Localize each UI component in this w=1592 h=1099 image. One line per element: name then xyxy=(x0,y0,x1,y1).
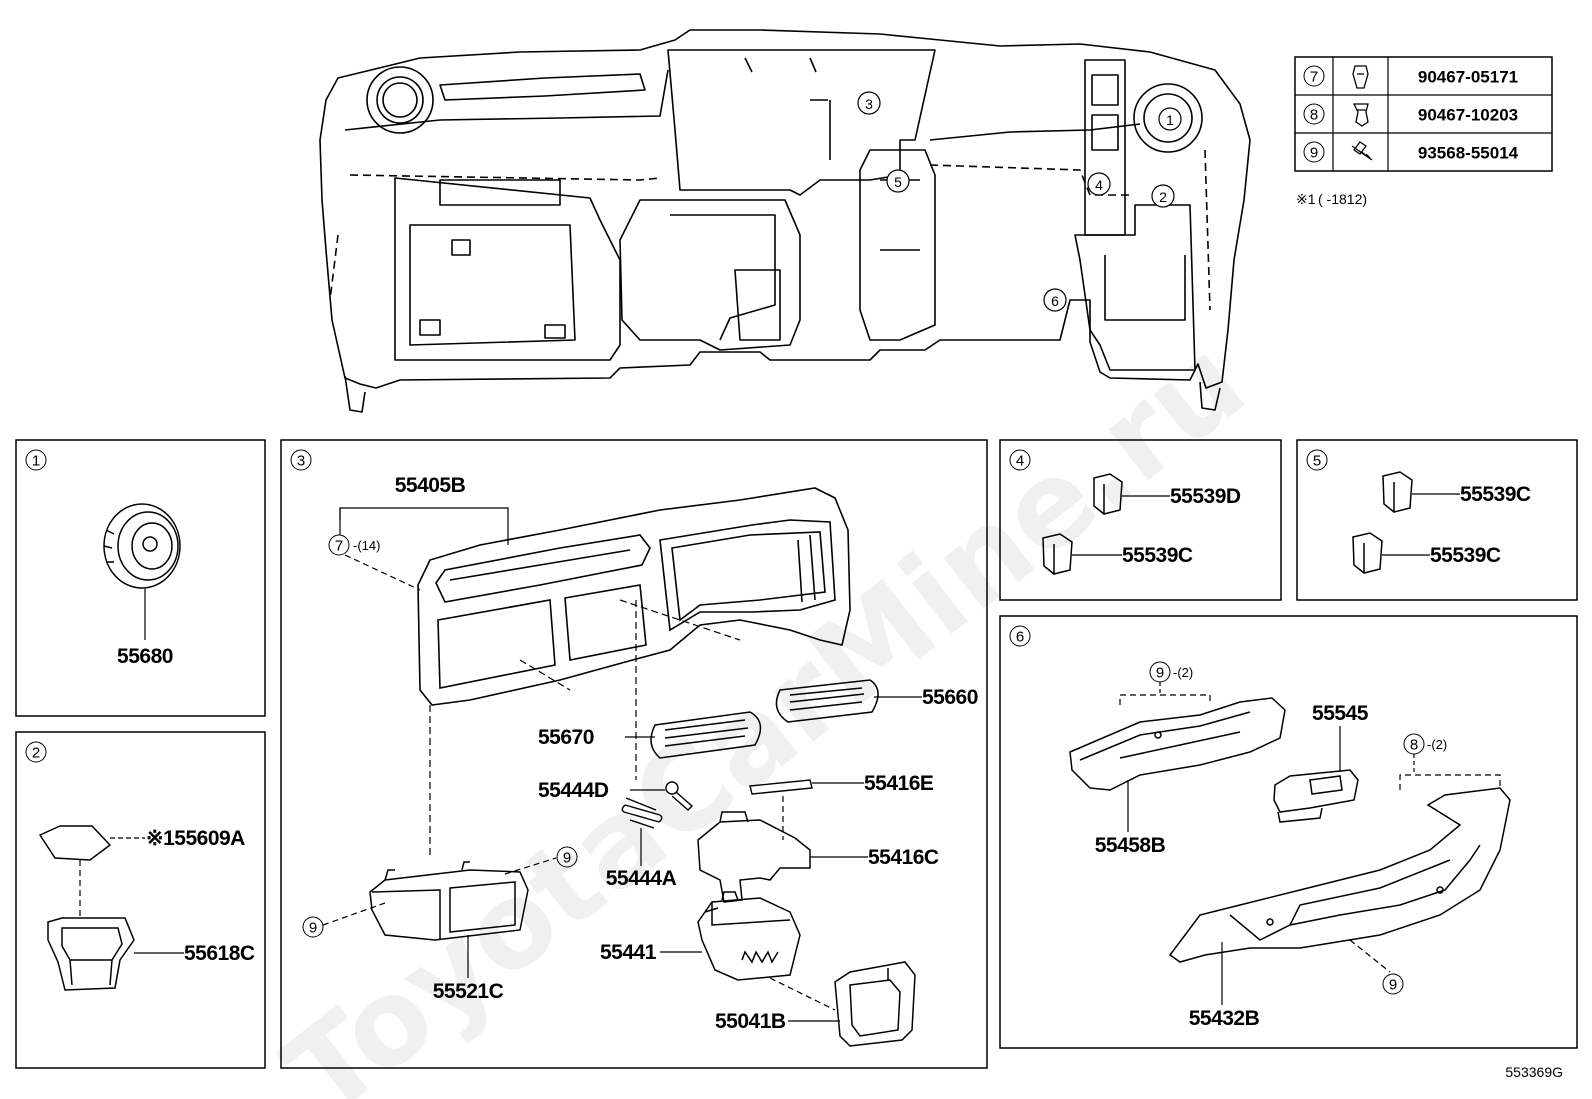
panel-4-ref: 4 xyxy=(1016,453,1024,470)
overview-callout-3: 3 xyxy=(865,96,873,112)
clip-icon xyxy=(1352,103,1369,127)
panel-6: 6 9 -(2) 55458B 55545 8 -(2) xyxy=(999,615,1578,1049)
watermark: ToyotaCarMine.ru xyxy=(260,312,1270,1099)
part-55444A: 55444A xyxy=(606,867,677,890)
fastener-ref-8: 8 xyxy=(1310,107,1318,124)
panel-5: 5 55539C 55539C xyxy=(1296,439,1578,601)
cap-55539D xyxy=(1093,473,1123,515)
pocket-part xyxy=(47,917,135,991)
clip-icon xyxy=(1352,65,1369,89)
part-55545: 55545 xyxy=(1312,702,1369,725)
panel-6-clip-ref: 8 xyxy=(1410,737,1418,754)
instrument-panel-overview xyxy=(319,29,1251,413)
center-cluster-panel xyxy=(417,487,851,706)
part-55618C: 55618C xyxy=(184,942,255,965)
panel-3-clip-qty: -(14) xyxy=(353,538,380,553)
switch-55041B xyxy=(834,961,916,1047)
panel-6-ref: 6 xyxy=(1016,629,1024,646)
diagram-code: 553369G xyxy=(1505,1064,1563,1080)
footnote-mark: ※1 xyxy=(1296,191,1316,207)
panel-6-screw-ref: 9 xyxy=(1156,665,1164,682)
panel-3-screw-ref-a: 9 xyxy=(563,850,571,867)
fastener-ref-9: 9 xyxy=(1310,145,1318,162)
strip-55416E xyxy=(749,779,813,795)
footnote-text: ( -1812) xyxy=(1318,191,1367,207)
panel-1: 1 55680 xyxy=(15,439,266,717)
lock-55545 xyxy=(1273,769,1359,823)
part-55539C-c: 55539C xyxy=(1430,544,1501,567)
bracket-55416C xyxy=(697,811,811,903)
part-55521C: 55521C xyxy=(433,980,504,1003)
panel-2: 2 ※155609A 55618C xyxy=(15,731,266,1069)
panel-2-ref: 2 xyxy=(32,745,40,762)
screw-icon xyxy=(1351,141,1373,161)
cover-part xyxy=(38,825,112,861)
overview-callouts xyxy=(857,91,1182,312)
cap-55539C xyxy=(1382,471,1413,513)
round-vent-part xyxy=(103,503,181,589)
part-55609A: ※155609A xyxy=(146,827,245,850)
cap-55539C xyxy=(1042,533,1073,575)
part-55416E: 55416E xyxy=(864,772,934,795)
part-55444D: 55444D xyxy=(538,779,609,802)
part-55539C-a: 55539C xyxy=(1122,544,1193,567)
vent-55660 xyxy=(775,679,879,723)
part-55539C-b: 55539C xyxy=(1460,483,1531,506)
frame-55458B xyxy=(1069,697,1286,791)
part-55660: 55660 xyxy=(922,686,978,709)
panel-3-screw-ref-b: 9 xyxy=(309,920,317,937)
lower-panel-55432B xyxy=(1168,787,1511,963)
cap-55539C xyxy=(1352,532,1383,574)
part-55041B: 55041B xyxy=(715,1010,786,1033)
fastener-ref-7: 7 xyxy=(1310,69,1318,86)
fastener-part-8: 90467-10203 xyxy=(1418,106,1518,125)
part-55670: 55670 xyxy=(538,726,594,749)
pin-55444D xyxy=(665,781,694,811)
part-55416C: 55416C xyxy=(868,846,939,869)
panel-3-clip-ref: 7 xyxy=(335,538,343,555)
panel-3-ref: 3 xyxy=(297,453,305,470)
fastener-table: 7 8 9 90467-05171 90467-10203 93568-5501… xyxy=(1294,56,1553,172)
pocket-55521C xyxy=(369,861,529,941)
spring-55444A xyxy=(621,797,663,829)
fastener-part-9: 93568-55014 xyxy=(1418,144,1519,163)
fastener-part-7: 90467-05171 xyxy=(1418,68,1518,87)
part-55441: 55441 xyxy=(600,941,657,964)
part-55539D: 55539D xyxy=(1170,485,1241,508)
panel-3: 3 55405B 7 -(14) 55660 xyxy=(280,439,988,1069)
part-55680: 55680 xyxy=(117,645,173,668)
overview-callout-6: 6 xyxy=(1051,293,1059,309)
panel-6-screw-ref-b: 9 xyxy=(1389,977,1397,994)
part-55458B: 55458B xyxy=(1095,834,1166,857)
panel-6-clip-qty: -(2) xyxy=(1427,737,1447,752)
overview-callout-5: 5 xyxy=(894,174,902,190)
overview-callout-4: 4 xyxy=(1095,177,1103,193)
part-55405B: 55405B xyxy=(395,474,466,497)
panel-5-ref: 5 xyxy=(1313,453,1321,470)
part-55432B: 55432B xyxy=(1189,1007,1260,1030)
overview-callout-1: 1 xyxy=(1166,112,1174,128)
panel-1-ref: 1 xyxy=(32,453,40,470)
overview-callout-2: 2 xyxy=(1159,189,1167,205)
unit-55441 xyxy=(697,891,801,981)
panel-6-screw-qty: -(2) xyxy=(1173,665,1193,680)
panel-4: 4 55539D 55539C xyxy=(999,439,1282,601)
